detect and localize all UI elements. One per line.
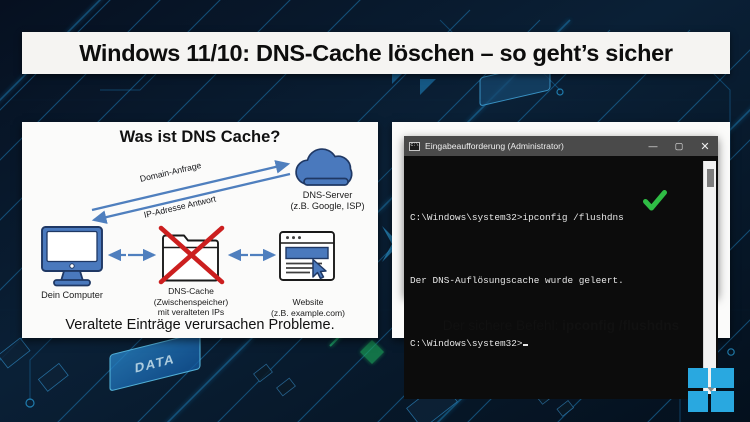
label-website-line1: Website — [292, 297, 324, 307]
dns-cache-explainer-card: Was ist DNS Cache? — [22, 122, 378, 338]
computer-monitor-icon — [41, 226, 103, 287]
label-dns-cache: DNS-Cache (Zwischenspeicher) mit veralte… — [145, 286, 237, 318]
page-title: Windows 11/10: DNS-Cache löschen – so ge… — [79, 39, 673, 66]
label-website: Website (z.B. example.com) — [259, 297, 357, 318]
command-prompt-card: C:\ Eingabeaufforderung (Administrator) … — [392, 122, 730, 399]
label-dns-server-line2: (z.B. Google, ISP) — [290, 200, 365, 211]
label-dns-cache-line1: DNS-Cache — [168, 286, 214, 296]
minimize-button[interactable]: — — [648, 141, 658, 151]
website-browser-icon — [279, 231, 335, 281]
cmd-prompt-icon: C:\ — [409, 141, 420, 151]
green-checkmark-icon — [642, 188, 668, 214]
cmd-console-output: C:\Windows\system32>ipconfig /flushdns D… — [404, 159, 703, 396]
console-line-result: Der DNS-Auflösungscache wurde geleert. — [410, 275, 624, 286]
cmd-console-body[interactable]: C:\Windows\system32>ipconfig /flushdns D… — [404, 156, 718, 399]
dns-server-cloud-icon — [295, 148, 353, 186]
arrow-ip-response — [91, 172, 291, 224]
cmd-titlebar[interactable]: C:\ Eingabeaufforderung (Administrator) … — [404, 136, 718, 156]
label-dns-server: DNS-Server (z.B. Google, ISP) — [280, 190, 375, 211]
windows-logo — [688, 368, 734, 412]
windows-logo-pane-4 — [710, 391, 734, 412]
red-cross-out-icon — [158, 225, 225, 285]
page-title-banner: Windows 11/10: DNS-Cache löschen – so ge… — [22, 32, 730, 74]
console-scrollbar[interactable] — [703, 161, 716, 394]
label-dns-server-line1: DNS-Server — [302, 190, 353, 200]
right-card-caption: Der sichere Befehl: ipconfig /flushdns — [392, 318, 730, 333]
dns-flow-diagram — [22, 122, 378, 338]
console-prompt-text: C:\Windows\system32> — [410, 338, 523, 349]
windows-logo-pane-3 — [688, 391, 708, 412]
label-computer: Dein Computer — [41, 290, 103, 300]
console-cursor — [522, 344, 529, 346]
close-button[interactable]: ✕ — [700, 140, 710, 153]
window-controls: — ▢ ✕ — [640, 136, 718, 156]
windows-logo-pane-2 — [710, 368, 734, 388]
console-line-command: C:\Windows\system32>ipconfig /flushdns — [410, 212, 624, 223]
caption-command: ipconfig /flushdns — [562, 318, 680, 333]
caption-prefix: Der sichere Befehl: — [442, 318, 563, 333]
scrollbar-thumb[interactable] — [707, 169, 714, 187]
label-dns-cache-line3: mit veralteten IPs — [157, 307, 225, 317]
scrollbar-down-arrow-icon[interactable] — [707, 387, 715, 392]
label-website-line2: (z.B. example.com) — [270, 307, 346, 318]
label-dns-cache-line2: (Zwischenspeicher) — [153, 296, 229, 307]
diagram-title: Was ist DNS Cache? — [119, 128, 281, 146]
arrow-domain-request — [91, 160, 291, 212]
maximize-button[interactable]: ▢ — [674, 140, 684, 151]
console-line-prompt: C:\Windows\system32> — [410, 333, 703, 354]
left-card-caption: Veraltete Einträge verursachen Probleme. — [65, 317, 335, 333]
windows-logo-pane-1 — [688, 368, 708, 388]
command-prompt-window[interactable]: C:\ Eingabeaufforderung (Administrator) … — [404, 136, 718, 399]
cmd-window-title: Eingabeaufforderung (Administrator) — [425, 141, 564, 151]
